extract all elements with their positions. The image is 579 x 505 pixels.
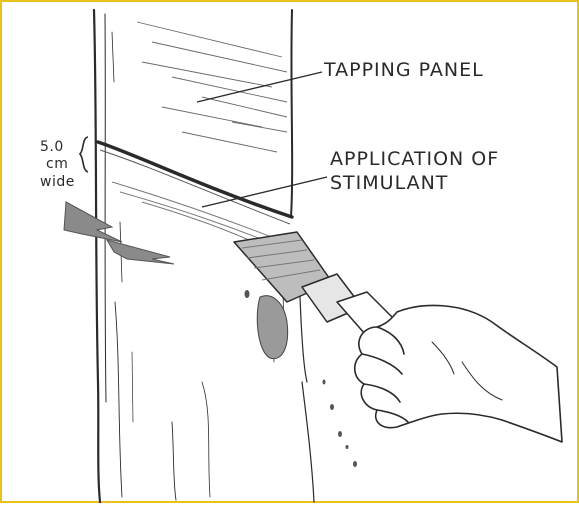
stimulant-leader (201, 176, 328, 208)
width-word-label: wide (40, 174, 75, 190)
application-label-line1: APPLICATION OF (330, 148, 500, 170)
width-bracket (78, 136, 89, 173)
application-label-line2: STIMULANT (330, 172, 449, 194)
width-value-label: 5.0 (40, 139, 64, 155)
tapping-panel-leader (196, 71, 323, 103)
hand-icon (353, 304, 563, 443)
bark-shadow (256, 295, 289, 360)
tapping-cut-line (96, 140, 294, 219)
arrow-left-icon (63, 201, 175, 265)
tapping-panel-hatching (136, 21, 288, 153)
droplets-icon (244, 290, 357, 467)
width-unit-label: cm (46, 156, 69, 172)
tapping-panel-label: TAPPING PANEL (324, 59, 484, 81)
